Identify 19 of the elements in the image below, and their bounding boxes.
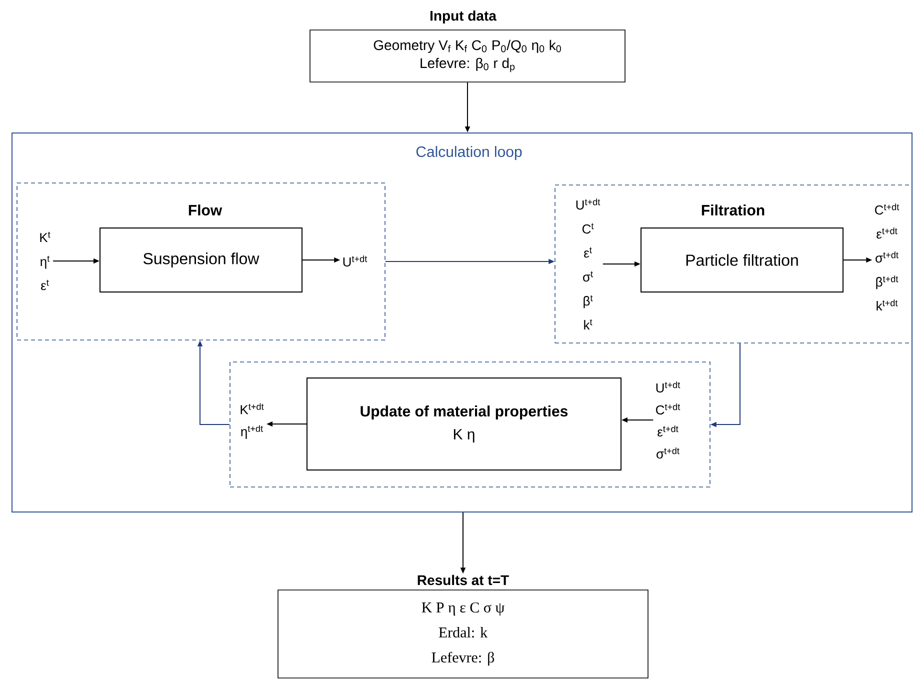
- box-heading: Results at t=T: [418, 574, 509, 586]
- node-label: Geometry V$_{f}$ K$_{f}$ C$_{0}$ P$_{0}$/Q$_{0}$ η$_{0}$ k$_{0}$: [374, 40, 561, 53]
- box-heading: Input data: [430, 10, 497, 24]
- variable-list: U$^{t+dt}$ C$^{t+dt}$ ε$^{t+dt}$ σ$^{t+dt}$: [656, 381, 680, 459]
- loop-title: Calculation loop: [416, 146, 522, 160]
- variable-list: C$^{t+dt}$ ε$^{t+dt}$ σ$^{t+dt}$ β$^{t+dt}$ k$^{t+dt}$: [875, 204, 900, 310]
- node-label: Lefevre: β$_{0}$ r d$_{p}$: [420, 58, 515, 72]
- input-box: Geometry V$_{f}$ K$_{f}$ C$_{0}$ P$_{0}$/Q$_{0}$ η$_{0}$ k$_{0}$ Lefevre: β$_{0}$ r d$_{p}$: [310, 30, 626, 82]
- variable-list: K$^{t+dt}$ η$^{t+dt}$: [240, 403, 264, 439]
- process-box: Update of material properties K η: [306, 378, 622, 470]
- variable-list: K$^{t}$ η$^{t}$ ε$^{t}$: [40, 232, 50, 290]
- process-box: Particle filtration: [640, 228, 844, 292]
- variable-list: U$^{t+dt}$: [343, 255, 368, 267]
- variable-list: U$^{t+dt}$ C$^{t}$ ε$^{t}$ σ$^{t}$ β$^{t}$ k$^{t}$: [576, 198, 600, 330]
- results-box: K P η ε C σ ψ Erdal: k Lefevre: β: [278, 590, 648, 678]
- dashed-group-box: [230, 362, 710, 488]
- group-title: Flow: [188, 204, 222, 216]
- group-title: Filtration: [702, 204, 764, 216]
- process-box: Suspension flow: [100, 228, 302, 292]
